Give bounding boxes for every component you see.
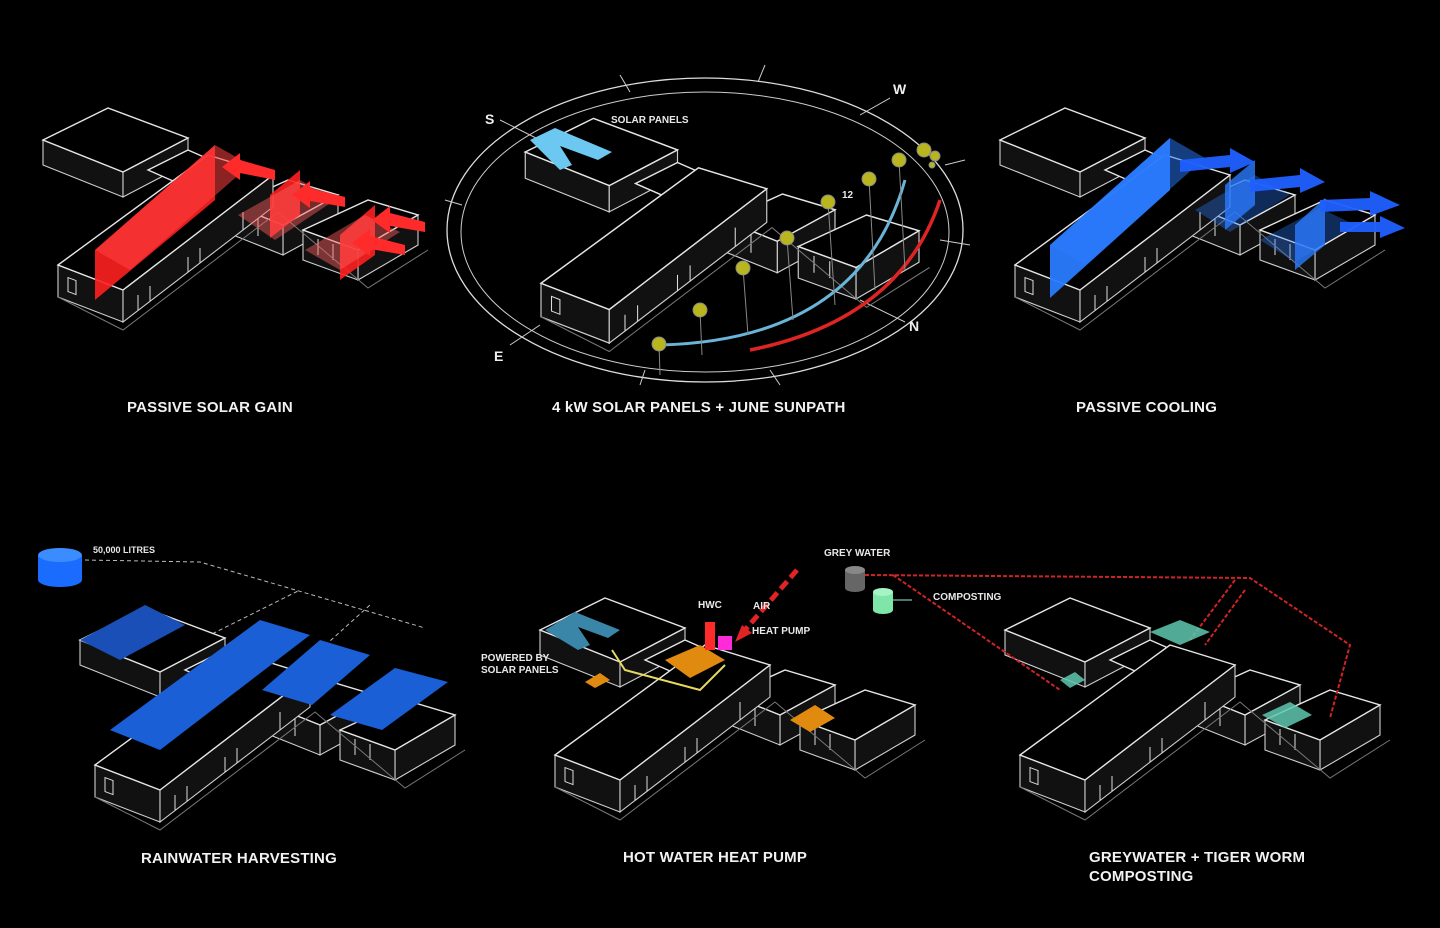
label-hwc: HWC	[698, 600, 722, 611]
caption-solar-sunpath: 4 kW SOLAR PANELS + JUNE SUNPATH	[552, 399, 846, 416]
label-solar-panels: SOLAR PANELS	[611, 115, 689, 126]
label-grey-water: GREY WATER	[824, 548, 891, 559]
compost-bin-icon	[873, 588, 912, 614]
compass-south: S	[485, 111, 495, 127]
air-arrows	[743, 568, 799, 632]
compass-ring-outer	[446, 77, 964, 383]
label-tank-capacity: 50,000 LITRES	[93, 545, 156, 555]
worm-farm-pads	[1060, 620, 1312, 728]
label-powered-by: POWERED BY	[481, 653, 550, 664]
panel-greywater-composting	[845, 566, 1391, 821]
hwc-tank	[705, 622, 715, 650]
solar-panel-array	[545, 612, 620, 650]
label-composting: COMPOSTING	[933, 592, 1002, 603]
compass-ring-inner	[460, 91, 950, 373]
label-heat-pump: HEAT PUMP	[752, 626, 811, 637]
sunpath-red	[749, 199, 942, 352]
caption-greywater: GREYWATER + TIGER WORM	[1089, 849, 1306, 866]
compass-west: W	[893, 81, 907, 97]
compass-north: N	[909, 318, 920, 334]
caption-hot-water-heat-pump: HOT WATER HEAT PUMP	[623, 849, 808, 866]
solar-gain-overlay	[95, 145, 400, 300]
panel-passive-cooling	[999, 107, 1405, 331]
airflow-arrows	[1180, 148, 1405, 238]
heat-exchanger	[665, 645, 725, 678]
water-tank-icon	[38, 548, 82, 587]
sunpath-blue	[659, 179, 907, 347]
sun-ray-arrows	[222, 153, 425, 256]
caption-passive-solar-gain: PASSIVE SOLAR GAIN	[127, 399, 293, 416]
heat-pump-unit	[718, 636, 732, 650]
cooling-overlay	[1050, 138, 1355, 298]
sun-positions	[651, 142, 941, 376]
label-noon: 12	[842, 190, 854, 201]
grey-water-tank-icon	[845, 566, 865, 592]
compass-east: E	[494, 348, 504, 364]
panel-hot-water-heat-pump	[539, 568, 926, 821]
caption-composting: COMPOSTING	[1089, 868, 1194, 885]
panel-rainwater-harvesting	[38, 548, 466, 831]
panel-solar-sunpath	[444, 64, 971, 386]
caption-passive-cooling: PASSIVE COOLING	[1076, 399, 1218, 416]
caption-rainwater-harvesting: RAINWATER HARVESTING	[141, 850, 337, 867]
label-air: AIR	[753, 601, 771, 612]
panel-passive-solar-gain	[42, 107, 429, 331]
rainwater-roofs	[80, 605, 448, 750]
label-powered-by-solar: SOLAR PANELS	[481, 665, 559, 676]
solar-panel-array	[530, 128, 612, 170]
